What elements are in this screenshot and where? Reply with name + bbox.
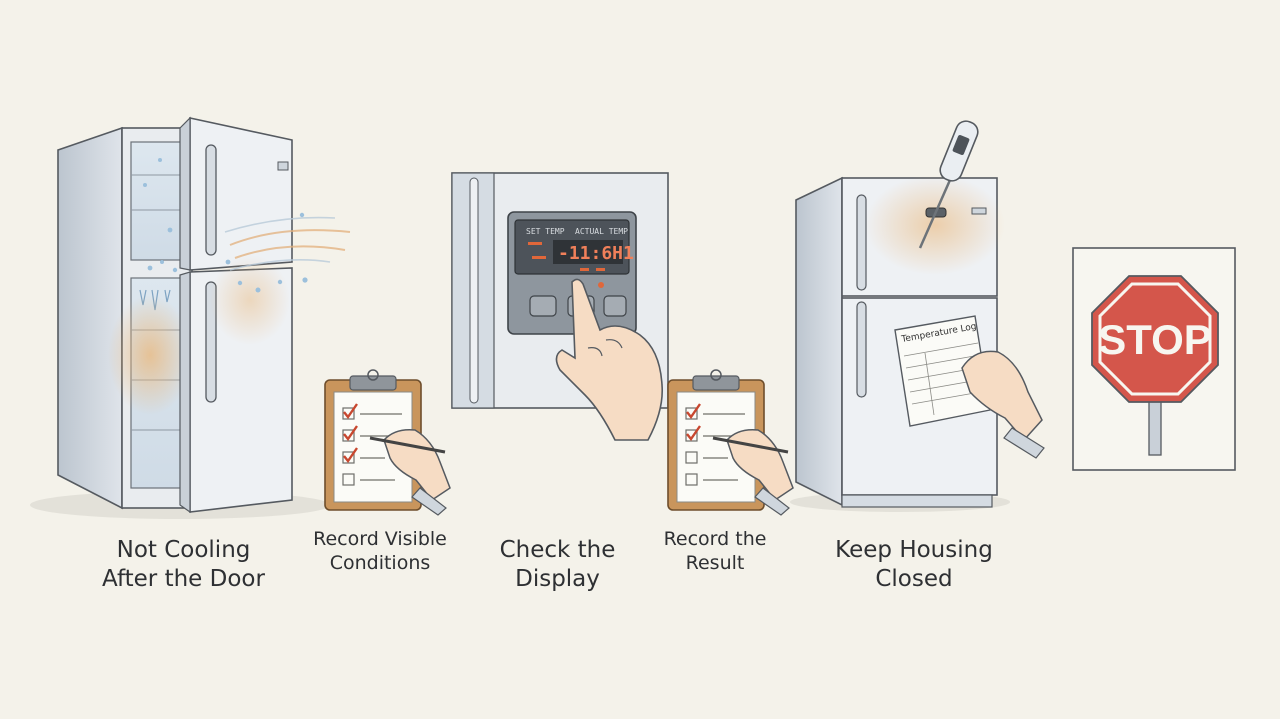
check-marks (343, 403, 358, 464)
open-fridge-illustration (30, 116, 351, 519)
step-label-record-result: Record the Result (663, 528, 767, 574)
closed-fridge-illustration: Temperature Log (790, 120, 1045, 512)
frost-sparkles (143, 158, 308, 293)
temperature-readout: -11:6H1 (558, 243, 634, 264)
step-label-keep-closed: Keep Housing Closed (835, 537, 993, 592)
temperature-log-sheet: Temperature Log (894, 315, 991, 427)
probe-thermometer-icon (918, 120, 979, 249)
clipboard-result-illustration (667, 369, 794, 516)
stop-sign-text: STOP (1098, 316, 1212, 363)
step-label-record-visible: Record Visible Conditions (313, 528, 447, 574)
clipboard-visible-conditions-illustration (324, 369, 451, 516)
step-label-not-cooling: Not Cooling After the Door (102, 537, 265, 592)
stop-sign-panel: STOP (1072, 247, 1236, 471)
set-temp-label: SET TEMP (526, 227, 565, 236)
step-label-check-display: Check the Display (499, 537, 616, 592)
display-panel-illustration: SET TEMP ACTUAL TEMP -11:6H1 (451, 172, 669, 441)
actual-temp-label: ACTUAL TEMP (575, 227, 628, 236)
stop-sign-octagon (1091, 275, 1219, 403)
